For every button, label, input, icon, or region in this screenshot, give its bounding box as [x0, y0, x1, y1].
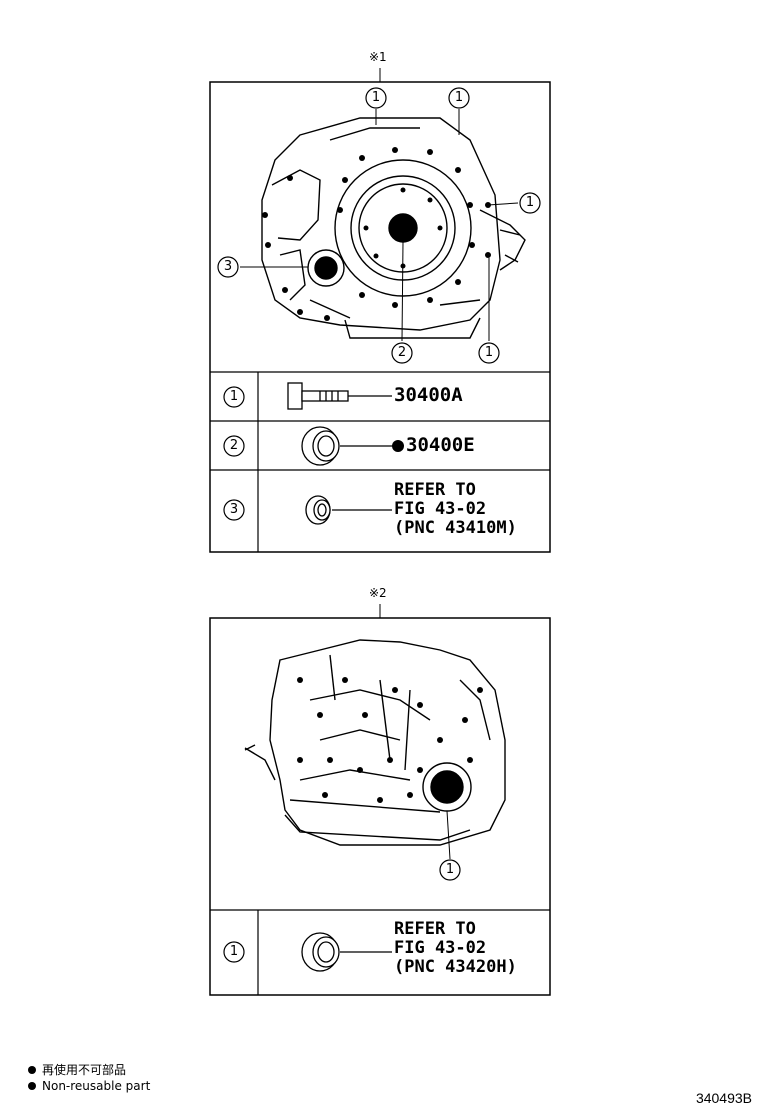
- transmission-side-view: [244, 639, 506, 846]
- legend: 再使用不可部品 Non-reusable part: [28, 1062, 150, 1094]
- row-callout: 3: [229, 502, 239, 517]
- refer-text[interactable]: REFER TO FIG 43-02 (PNC 43410M): [394, 480, 517, 538]
- group1-marker: ※1: [369, 50, 387, 64]
- oil-seal-icon: [301, 932, 392, 972]
- group2-marker: ※2: [369, 586, 387, 600]
- legend-row-jp: 再使用不可部品: [28, 1062, 150, 1078]
- drawing-id: 340493B: [695, 1090, 752, 1106]
- bullet-icon: [28, 1082, 36, 1090]
- diagram-callout: 1: [484, 345, 494, 360]
- row-callout: 1: [229, 389, 239, 404]
- legend-en-text: Non-reusable part: [42, 1079, 151, 1093]
- oil-seal-icon: [301, 426, 392, 466]
- legend-row-en: Non-reusable part: [28, 1078, 150, 1094]
- part-number[interactable]: 30400E: [406, 434, 475, 456]
- legend-jp-text: 再使用不可部品: [42, 1063, 127, 1077]
- row-callout: 2: [229, 438, 239, 453]
- diagram-callout: 1: [371, 90, 381, 105]
- diagram-callout: 3: [223, 259, 233, 274]
- non-reusable-dot: [392, 440, 404, 452]
- bullet-icon: [28, 1066, 36, 1074]
- diagram-callout: 2: [397, 345, 407, 360]
- transmission-front-bolts: [262, 147, 491, 321]
- diagram-callout: 1: [445, 862, 455, 877]
- transmission-front-view: [261, 117, 526, 339]
- transmission-side-bolts: [297, 677, 483, 803]
- bolt-icon: [287, 382, 392, 410]
- diagram-callout: 1: [454, 90, 464, 105]
- row-callout: 1: [229, 944, 239, 959]
- refer-text[interactable]: REFER TO FIG 43-02 (PNC 43420H): [394, 919, 517, 977]
- diagram-callout: 1: [525, 195, 535, 210]
- part-number[interactable]: 30400A: [394, 384, 463, 406]
- oil-seal-icon: [305, 495, 392, 525]
